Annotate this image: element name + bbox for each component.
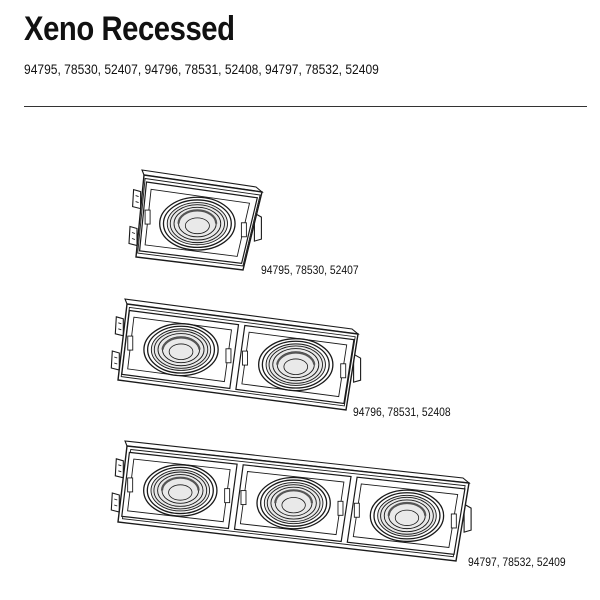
fixture-single-drawing [128,169,264,271]
mounting-clip [132,188,142,210]
fixture-double-codes: 94796, 78531, 52408 [353,405,451,419]
hinge-tab [225,348,232,364]
clip-detail [131,232,136,234]
clip-detail [114,356,118,359]
lamp-ring [380,496,434,535]
mounting-clip [110,350,120,371]
clip-detail [118,328,122,331]
lamp-ring [266,484,321,523]
lamp-ring [261,340,330,389]
clip-detail [118,464,122,467]
lamp-ring [256,476,331,530]
lamp-lens [168,343,194,360]
lamp-ring [146,466,214,515]
fixture-single-codes: 94795, 78530, 52407 [261,263,359,277]
clip-detail [135,195,139,198]
gimbal-plate [241,331,348,398]
hinge-tab [450,513,457,529]
mounting-clip [110,492,120,513]
hinge-tab [340,363,347,379]
lamp-ring [263,482,324,525]
clip-detail [118,470,122,473]
lamp-ring [159,196,236,251]
gimbal-plate [239,471,345,536]
lamp-ring [377,494,437,537]
hinge-tab [353,502,360,518]
lamp-ring [153,471,208,510]
clip-detail [114,498,118,501]
lamp-ring [150,328,212,371]
reflector-shade [160,476,200,491]
lamp-ring [157,333,205,367]
lamp-ring [265,343,326,386]
lamp-lens [283,358,309,375]
mounting-clip [128,225,138,247]
header-divider [24,106,587,107]
mounting-clip [353,353,362,383]
lamp-ring [166,202,228,246]
mounting-clip [114,458,124,479]
lamp-ring [162,199,232,249]
hinge-tab [127,335,134,351]
clip-detail [131,238,136,240]
lamp-ring [143,464,218,517]
article-codes: 94795, 78530, 52407, 94796, 78531, 52408… [24,61,379,77]
lamp-ring [270,486,317,520]
gimbal-plate [352,483,459,548]
reflector-shade [274,489,313,504]
clip-detail [114,504,118,507]
lamp-ring [157,474,204,507]
hinge-tab [337,500,344,516]
clip-detail [135,201,139,204]
fixture-double-drawing [110,298,362,411]
reflector-shade [387,501,427,516]
lamp-ring [272,348,320,382]
lamp-ring [260,479,328,527]
hinge-tab [242,350,248,366]
reflector-shade [177,209,218,224]
mounting-clip [114,316,124,337]
lamp-ring [150,469,211,512]
hinge-tab [240,222,247,238]
mounting-clip [463,503,472,533]
clip-detail [114,362,118,365]
lamp-ring [268,345,323,384]
lamp-ring [173,206,222,241]
hinge-tab [144,209,151,225]
lamp-ring [153,330,209,369]
gimbal-plate [127,316,233,383]
lamp-ring [258,338,334,392]
hinge-tab [127,477,134,493]
fixture-triple-drawing [110,440,472,562]
reflector-shade [276,351,316,365]
gimbal-plate [127,458,231,523]
clip-detail [118,322,122,325]
frame-lip [137,177,261,267]
lamp-lens [394,509,420,526]
lamp-ring [169,204,225,244]
page-title: Xeno Recessed [24,10,235,48]
hinge-tab [224,488,231,504]
mounting-clip [253,212,262,242]
reflector-shade [161,336,201,350]
lamp-ring [369,489,445,543]
fixture-triple-codes: 94797, 78532, 52409 [468,555,566,569]
hinge-tab [240,490,247,506]
lamp-lens [281,497,306,514]
lamp-ring [143,323,219,377]
lamp-ring [146,325,216,374]
lamp-ring [383,499,431,533]
lamp-lens [168,484,193,501]
gimbal-plate [144,188,251,257]
lamp-ring [373,492,441,540]
lamp-lens [184,217,210,235]
